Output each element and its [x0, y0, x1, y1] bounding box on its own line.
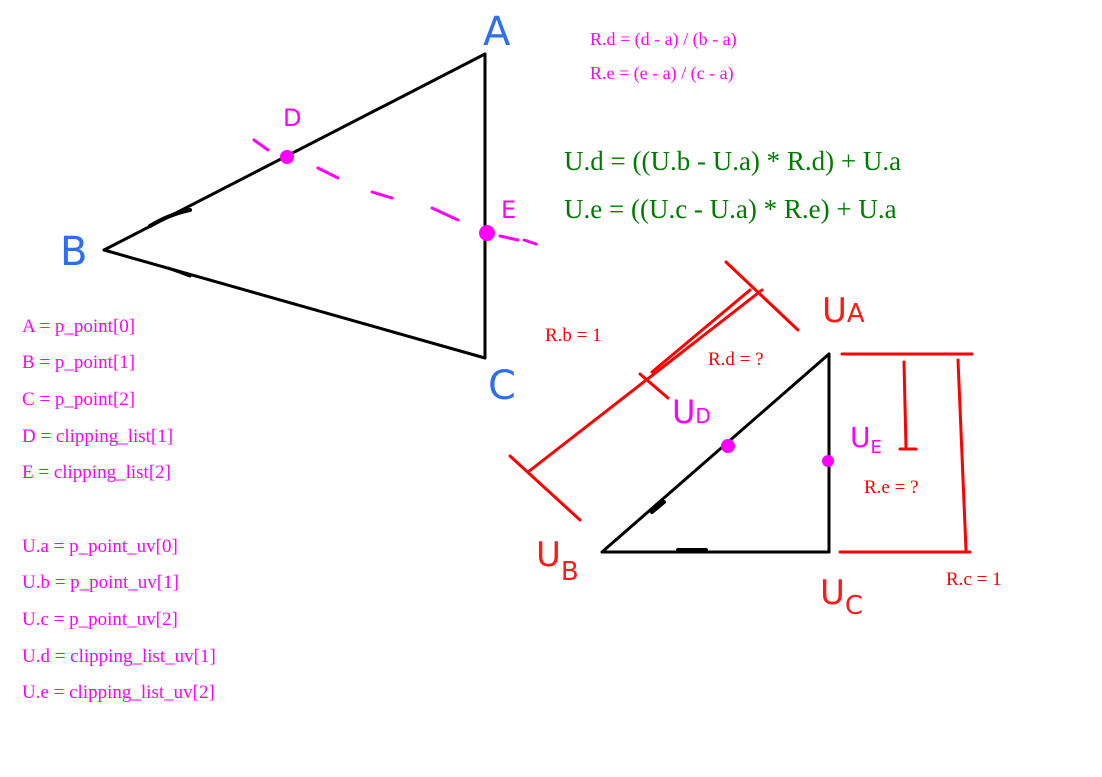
ratio-formula-e: R.e = (e - a) / (c - a): [590, 63, 734, 83]
triangle-abc: [102, 52, 487, 360]
rc-bracket-line: [956, 358, 968, 552]
uv-formula-d: U.d = ((U.b - U.a) * R.d) + U.a: [564, 146, 902, 176]
label-ud: UD: [672, 393, 711, 431]
point-e: [479, 225, 495, 241]
point-ue: [822, 455, 834, 467]
uv-def-b: U.b = p_point_uv[1]: [22, 572, 179, 593]
point-def-b: B = p_point[1]: [22, 352, 136, 373]
edge-bc-tick: [166, 266, 192, 278]
measure-label-rc: R.c = 1: [946, 569, 1002, 590]
uv-def-e: U.e = clipping_list_uv[2]: [22, 682, 215, 703]
point-d: [280, 150, 294, 164]
label-ua: UA: [822, 291, 865, 331]
uv-def-a: U.a = p_point_uv[0]: [22, 536, 178, 557]
label-ub: UB: [536, 535, 579, 587]
point-def-a: A = p_point[0]: [22, 316, 136, 337]
edge-ab-tick: [148, 208, 192, 228]
edge-bc: [102, 248, 487, 360]
point-def-c: C = p_point[2]: [22, 389, 136, 410]
rd-bracket-line: [650, 288, 752, 374]
label-uc: UC: [820, 573, 864, 621]
rb-bracket-line: [526, 288, 764, 474]
uv-edge-ab: [600, 352, 831, 554]
point-def-d: D = clipping_list[1]: [22, 426, 174, 447]
label-e: E: [501, 196, 517, 224]
uv-formula-e: U.e = ((U.c - U.a) * R.e) + U.a: [564, 194, 897, 224]
re-bracket-line: [902, 360, 908, 450]
point-ud: [721, 439, 735, 453]
label-c: C: [488, 363, 516, 409]
clip-dash-4: [430, 206, 460, 222]
measure-label-re: R.e = ?: [864, 477, 919, 498]
clip-dash-1: [252, 138, 270, 152]
rb-bracket-cap-bottom: [508, 454, 582, 522]
measure-brackets: [508, 260, 974, 554]
label-a: A: [483, 9, 511, 55]
clip-dash-3: [370, 190, 394, 200]
ratio-formula-d: R.d = (d - a) / (b - a): [590, 29, 737, 49]
uv-def-c: U.c = p_point_uv[2]: [22, 609, 178, 630]
rb-bracket-cap-top: [724, 260, 800, 332]
clip-dash-2: [316, 166, 340, 180]
point-def-e: E = clipping_list[2]: [22, 462, 171, 483]
uv-edge-ab-tick: [650, 500, 666, 514]
uv-def-d: U.d = clipping_list_uv[1]: [22, 646, 216, 667]
label-b: B: [60, 229, 88, 275]
measure-label-rb: R.b = 1: [545, 325, 602, 346]
triangle-uv: [600, 352, 831, 554]
clip-dash-6: [522, 238, 538, 246]
clipping-line-de: [252, 138, 538, 246]
measure-label-rd: R.d = ?: [708, 349, 764, 370]
clip-dash-5: [498, 234, 520, 242]
label-d: D: [283, 104, 302, 132]
rd-bracket-cap: [638, 372, 670, 400]
label-ue: UE: [850, 421, 882, 458]
